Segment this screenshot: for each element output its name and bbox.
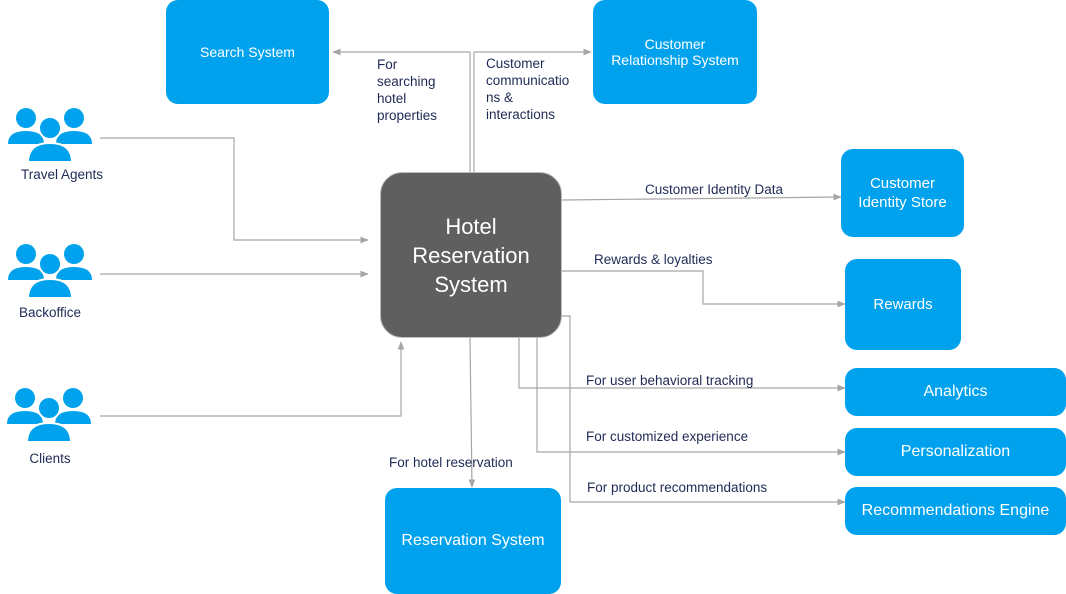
- customer-identity-store-node[interactable]: Customer Identity Store: [841, 149, 964, 237]
- users-group-icon: [8, 244, 92, 299]
- edge-label-crm: Customer communicatio ns & interactions: [486, 56, 570, 122]
- recommendations-engine-node[interactable]: Recommendations Engine: [845, 487, 1066, 535]
- edge-label-identity: Customer Identity Data: [645, 182, 784, 197]
- analytics-node[interactable]: Analytics: [845, 368, 1066, 416]
- edge-analytics: [518, 338, 846, 392]
- edge-label-search: For searching hotel properties: [377, 57, 438, 123]
- edge-label-rewards: Rewards & loyalties: [594, 252, 713, 267]
- actor-backoffice-label: Backoffice: [18, 305, 82, 320]
- edge-clients: [100, 341, 405, 417]
- edge-reservation: [468, 337, 476, 488]
- hotel-reservation-system-node[interactable]: Hotel Reservation System: [380, 172, 562, 338]
- edge-identity: [561, 193, 842, 201]
- edge-label-recommendations: For product recommendations: [587, 480, 768, 495]
- rewards-node[interactable]: Rewards: [845, 259, 961, 350]
- edge-recommendations: [562, 315, 846, 506]
- personalization-node[interactable]: Personalization: [845, 428, 1066, 476]
- edge-label-reservation: For hotel reservation: [389, 455, 513, 470]
- edge-search: [332, 48, 471, 172]
- customer-relationship-system-node[interactable]: Customer Relationship System: [593, 0, 757, 104]
- search-system-node[interactable]: Search System: [166, 0, 329, 104]
- edge-travel-agents: [100, 137, 369, 244]
- reservation-system-node[interactable]: Reservation System: [385, 488, 561, 594]
- actor-clients-label: Clients: [29, 451, 71, 466]
- edge-label-analytics: For user behavioral tracking: [586, 373, 754, 388]
- edge-crm: [473, 48, 592, 172]
- actor-travel-agents-label: Travel Agents: [20, 167, 104, 182]
- users-group-icon: [8, 108, 92, 163]
- edge-rewards: [562, 270, 846, 308]
- users-group-icon: [7, 388, 91, 443]
- edge-personalization: [536, 338, 846, 456]
- edge-label-personalization: For customized experience: [586, 429, 749, 444]
